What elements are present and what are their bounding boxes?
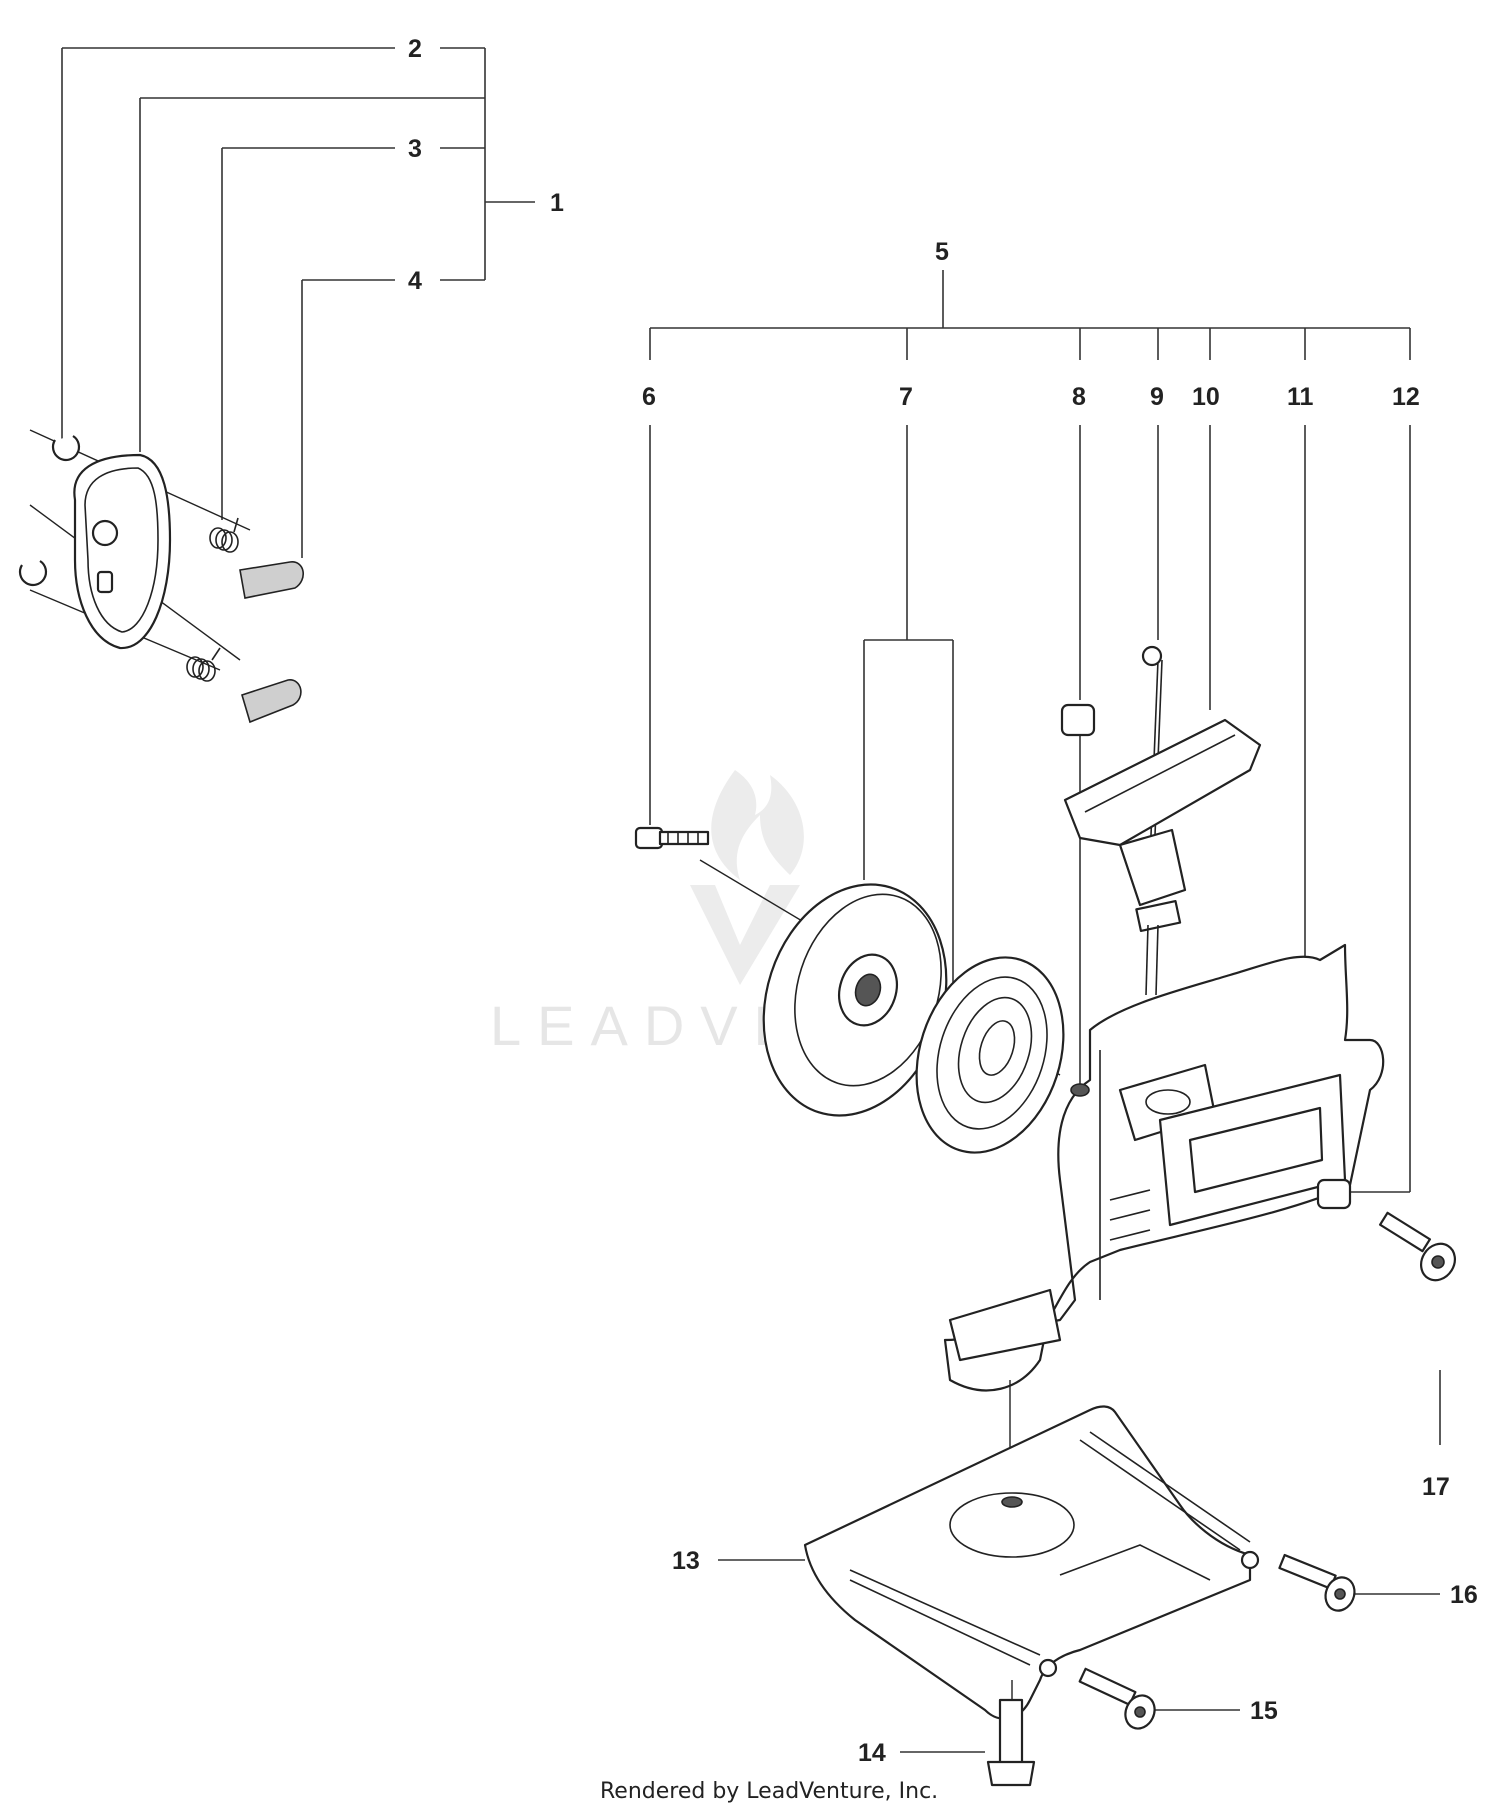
callout-11: 11 — [1287, 383, 1314, 411]
rope-pulley — [762, 883, 948, 1117]
callout-17: 17 — [1422, 1473, 1450, 1501]
callout-9: 9 — [1150, 383, 1164, 411]
pawl-assembly — [18, 429, 304, 724]
callout-1: 1 — [550, 189, 564, 217]
callout-4: 4 — [408, 267, 422, 295]
callout-10: 10 — [1192, 383, 1220, 411]
flame-logo-icon — [711, 770, 804, 880]
circlip-top — [51, 435, 81, 461]
callout-7: 7 — [899, 383, 913, 411]
callout-5: 5 — [935, 238, 949, 266]
screw-16 — [1278, 1553, 1356, 1612]
callout-6: 6 — [642, 383, 656, 411]
pawl-top — [239, 561, 304, 599]
callout-12: 12 — [1392, 383, 1420, 411]
pawl-bottom — [241, 679, 302, 724]
callout-16: 16 — [1450, 1581, 1478, 1609]
other-leaders — [718, 1370, 1441, 1753]
callout-14: 14 — [858, 1739, 886, 1767]
screw-17 — [1378, 1211, 1456, 1282]
callout-13: 13 — [672, 1547, 700, 1575]
callout-3: 3 — [408, 135, 422, 163]
spring-bottom — [186, 647, 221, 682]
starter-housing — [943, 943, 1385, 1392]
bushing-8 — [1060, 703, 1096, 737]
callout-8: 8 — [1072, 383, 1086, 411]
screw-6 — [634, 826, 710, 850]
starter-handle — [1063, 645, 1262, 996]
circlip-bottom — [18, 560, 48, 586]
screw-14 — [986, 1680, 1036, 1787]
callout-15: 15 — [1250, 1697, 1278, 1725]
bushing-12 — [1316, 1178, 1352, 1210]
callout-2: 2 — [408, 35, 422, 63]
recoil-spring — [915, 956, 1065, 1154]
callout-labels: 1 2 3 4 5 6 7 8 9 10 11 12 13 14 15 16 1… — [408, 35, 1478, 1767]
pulley-plate — [73, 453, 172, 650]
assembly-1-leaders — [61, 47, 535, 558]
bottom-plate — [803, 1405, 1260, 1720]
v-logo-icon — [690, 885, 800, 985]
footer-credit: Rendered by LeadVenture, Inc. — [600, 1779, 938, 1804]
spring-top — [209, 517, 239, 553]
screw-15 — [1078, 1667, 1156, 1730]
